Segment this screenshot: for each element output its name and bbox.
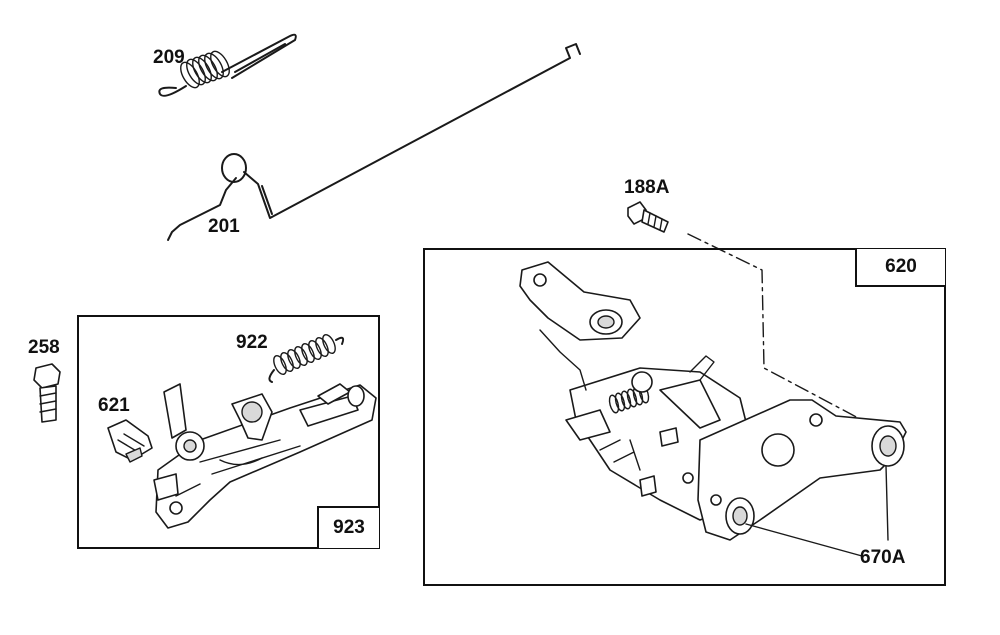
leader-670a-1 bbox=[745, 523, 863, 557]
bolt-258 bbox=[33, 363, 61, 423]
bolt-188a bbox=[627, 201, 669, 233]
bracket-assembly-620 bbox=[519, 261, 907, 541]
wire-201 bbox=[167, 43, 581, 241]
callout-201: 201 bbox=[208, 216, 240, 237]
callout-258: 258 bbox=[28, 337, 60, 358]
spring-922 bbox=[268, 333, 345, 383]
clip-621 bbox=[107, 419, 153, 463]
callout-922: 922 bbox=[236, 332, 268, 353]
control-assembly-923 bbox=[153, 383, 377, 529]
leader-188a bbox=[687, 233, 863, 421]
box-620-frame bbox=[423, 248, 946, 586]
callout-188a: 188A bbox=[624, 177, 670, 198]
box-923-frame bbox=[77, 315, 380, 549]
callout-621: 621 bbox=[98, 395, 130, 416]
leader-670a-2 bbox=[885, 465, 889, 541]
spring-209 bbox=[158, 33, 297, 97]
callout-620: 620 bbox=[855, 249, 945, 287]
callout-923: 923 bbox=[317, 506, 379, 548]
callout-670a: 670A bbox=[860, 547, 906, 568]
callout-209: 209 bbox=[153, 47, 185, 68]
